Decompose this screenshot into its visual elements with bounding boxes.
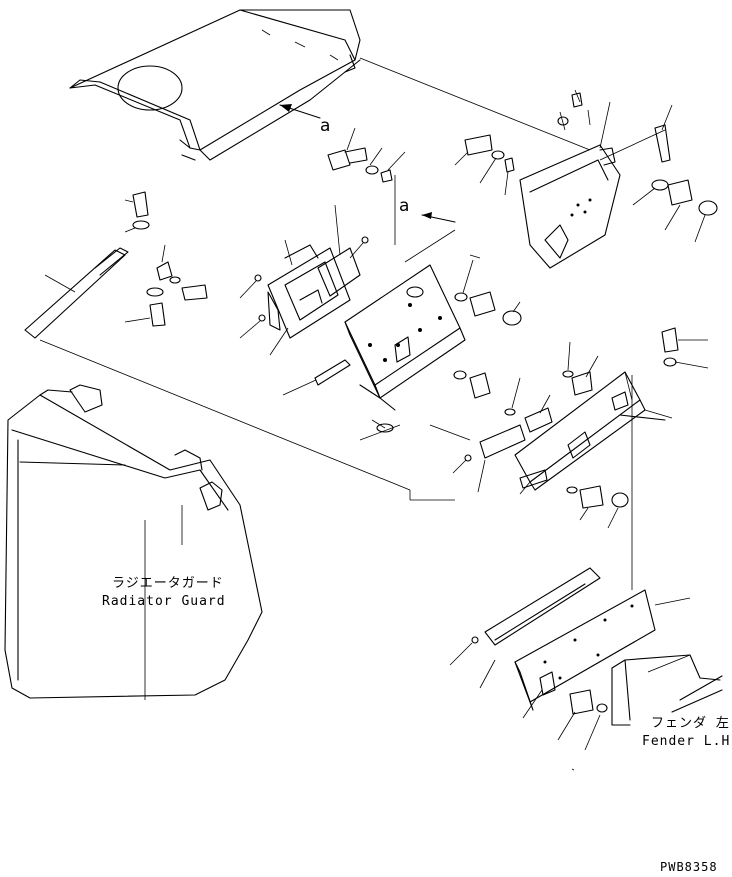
fender-left bbox=[611, 654, 723, 726]
fender-label-jp: フェンダ 左 bbox=[651, 716, 730, 731]
radiator-guard bbox=[4, 384, 263, 700]
left-stay-rod bbox=[24, 191, 208, 339]
arrow-a-upper bbox=[279, 104, 321, 119]
middle-bolts bbox=[327, 127, 406, 245]
leader-lines bbox=[39, 57, 633, 590]
drawing-code: PWB8358 bbox=[660, 860, 718, 874]
radiator-guard-label-en: Radiator Guard bbox=[102, 594, 226, 609]
radiator-guard-label-jp: ラジエータガード bbox=[112, 576, 224, 591]
view-ref-a-mid: a bbox=[399, 196, 410, 216]
central-bracket-plate bbox=[344, 264, 466, 411]
gasket-pads bbox=[239, 204, 369, 356]
plate-fasteners bbox=[453, 254, 522, 399]
top-cover-panel bbox=[69, 9, 361, 161]
pin-rod bbox=[282, 359, 401, 441]
arrow-a-mid bbox=[421, 212, 456, 223]
lower-right-bracket bbox=[449, 567, 691, 751]
middle-right-bracket bbox=[429, 327, 709, 529]
fender-label-en: Fender L.H. bbox=[642, 734, 732, 749]
view-ref-a-upper: a bbox=[320, 116, 331, 136]
upper-right-bracket bbox=[454, 89, 718, 269]
